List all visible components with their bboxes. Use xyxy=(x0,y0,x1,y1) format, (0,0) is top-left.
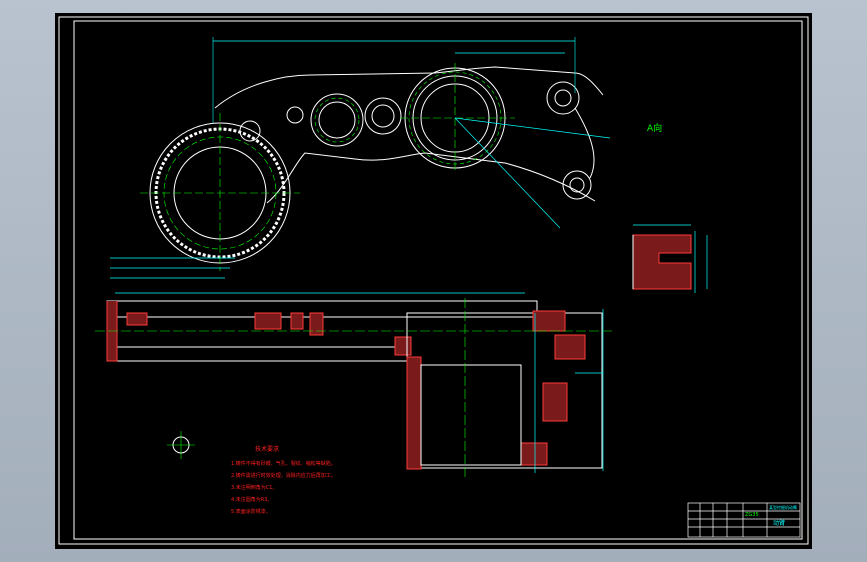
bore-a-inner xyxy=(318,101,356,139)
technical-notes: 技术要求 1.铸件不得有砂眼、气孔、裂纹、缩松等缺陷。 2.铸件需进行时效处理，… xyxy=(231,445,336,515)
view-label-a: A向 xyxy=(647,122,662,134)
notes-line-5: 5.表面涂防锈漆。 xyxy=(231,508,271,515)
section-hatch-e xyxy=(394,336,412,356)
bore-b-inner xyxy=(371,104,395,128)
notes-title: 技术要求 xyxy=(255,445,279,453)
ear-top-outer xyxy=(546,81,580,115)
arm-upper-outline xyxy=(214,66,604,109)
title-block: 某型挖掘机动臂 ZG35 动臂 xyxy=(687,502,801,538)
section-hatch-c xyxy=(290,312,304,330)
section-hatch-d xyxy=(309,312,324,336)
section-block-hatch-right xyxy=(554,334,586,360)
section-block-hatch-top xyxy=(532,310,566,332)
section-block-hatch-left xyxy=(406,356,422,470)
small-detail xyxy=(167,431,195,459)
bore-a-outer xyxy=(310,93,364,147)
boss-mid-left xyxy=(239,120,261,142)
arm-lower-outline xyxy=(266,152,596,204)
outer-frame xyxy=(58,16,809,545)
section-inner-cavity xyxy=(420,364,522,466)
detail-hatch-body xyxy=(632,234,692,290)
dim-diagonal xyxy=(454,117,561,229)
cad-viewport[interactable]: A向 xyxy=(55,13,812,549)
ear-bottom-inner xyxy=(569,177,585,193)
notes-line-4: 4.未注圆角为R3。 xyxy=(231,496,272,503)
bore-a-bolts xyxy=(314,97,360,143)
section-view xyxy=(95,257,615,478)
notes-line-1: 1.铸件不得有砂眼、气孔、裂纹、缩松等缺陷。 xyxy=(231,460,336,467)
cad-drawing: A向 xyxy=(58,16,809,545)
section-hatch-a xyxy=(126,312,148,326)
notes-line-2: 2.铸件需进行时效处理，消除内应力后再加工。 xyxy=(231,472,336,479)
section-hatch-b xyxy=(254,312,282,330)
bore-b-outer xyxy=(364,97,402,135)
detail-section xyxy=(632,224,708,293)
boss-mid-left-2 xyxy=(286,106,304,124)
ear-link xyxy=(574,107,595,179)
title-block-drawing-title: 某型挖掘机动臂 xyxy=(769,504,797,510)
title-block-part-name: 动臂 xyxy=(773,519,785,527)
title-block-material: ZG35 xyxy=(745,512,759,518)
section-arm-bottom-wall xyxy=(106,346,408,362)
top-view xyxy=(140,37,611,271)
section-block-hatch-bottom xyxy=(520,442,548,466)
dim-diagonal-2 xyxy=(454,117,611,139)
notes-line-3: 3.未注明倒角为C1。 xyxy=(231,484,277,491)
ear-bottom-outer xyxy=(562,170,592,200)
inner-frame xyxy=(73,20,803,540)
section-block-hatch-mid xyxy=(542,382,568,422)
ear-top-inner xyxy=(554,89,572,107)
